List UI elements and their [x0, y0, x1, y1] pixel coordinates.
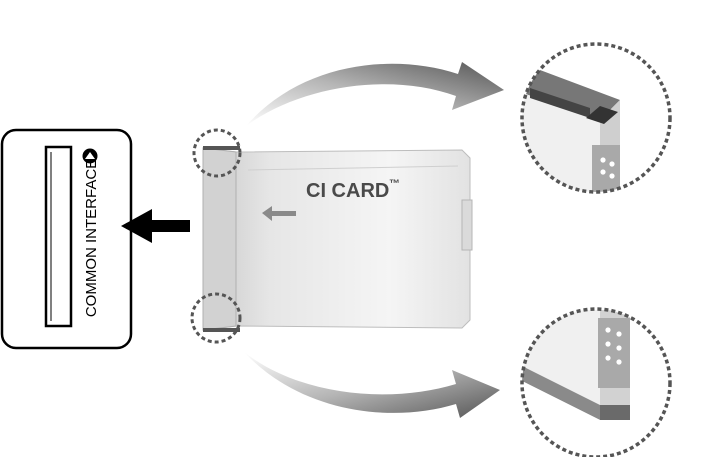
insert-arrow-icon	[121, 209, 190, 243]
ci-card: CI CARD ™	[202, 146, 473, 332]
bottom-corner-highlight	[190, 292, 242, 344]
top-edge-detail	[520, 42, 672, 194]
card-title: CI CARD	[306, 180, 389, 202]
card-trademark: ™	[389, 178, 400, 190]
eject-triangle-icon	[82, 148, 98, 164]
common-interface-slot: COMMON INTERFACE	[0, 128, 133, 350]
bottom-curved-arrow-icon	[244, 352, 500, 418]
slot-opening	[44, 145, 73, 328]
card-insert-arrow-icon	[262, 206, 296, 221]
bottom-edge-detail	[520, 307, 672, 457]
top-curved-arrow-icon	[246, 62, 504, 126]
slot-label: COMMON INTERFACE	[83, 159, 100, 317]
top-corner-highlight	[192, 128, 242, 178]
